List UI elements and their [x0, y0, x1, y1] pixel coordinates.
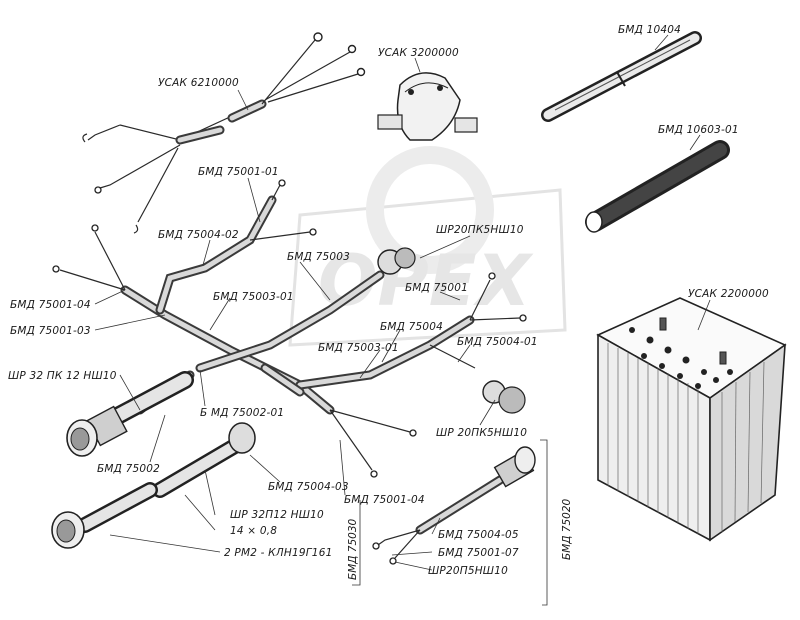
- usak-3200000-socket: [377, 72, 478, 141]
- usak-2200000-battery: [596, 297, 787, 542]
- shr32pk12-connector: [66, 371, 194, 457]
- label-shr20pk5nsh10-top: ШР20ПК5НШ10: [436, 224, 524, 236]
- label-bmd-75004-03: БМД 75004-03: [268, 481, 349, 493]
- watermark-text: OPEX: [318, 240, 534, 322]
- label-14x08: 14 × 0,8: [230, 525, 277, 537]
- bmd-75030-cable: [372, 446, 536, 565]
- label-usak-2200000: УСАК 2200000: [688, 288, 769, 300]
- shr32p12-connector: [152, 422, 256, 498]
- label-bmd-75003-01-mid: БМД 75003-01: [318, 342, 399, 354]
- label-bmd-10404: БМД 10404: [618, 24, 681, 36]
- label-shr32p12nsh10: ШР 32П12 НШ10: [230, 509, 324, 521]
- label-bmd-75001-01: БМД 75001-01: [198, 166, 279, 178]
- label-bmd-75002: БМД 75002: [97, 463, 160, 475]
- bmd-10404-tubes: [541, 31, 702, 122]
- leader-lines: [94, 34, 711, 606]
- label-bmd-75003-01-top: БМД 75003-01: [213, 291, 294, 303]
- label-shr32pk12nsh10: ШР 32 ПК 12 НШ10: [8, 370, 117, 382]
- label-bmd-75001-04-left: БМД 75001-04: [10, 299, 91, 311]
- label-usak-6210000: УСАК 6210000: [158, 77, 239, 89]
- label-bmd-75020: БМД 75020: [561, 498, 573, 560]
- label-bmd-75001-03: БМД 75001-03: [10, 325, 91, 337]
- label-shr20p5nsh10: ШР20П5НШ10: [428, 565, 508, 577]
- usak-6210000-cable: [82, 32, 366, 234]
- label-2rm2-kln19g161: 2 РМ2 - КЛН19Г161: [224, 547, 332, 559]
- rm2-connector: [51, 482, 158, 549]
- label-bmd-75004: БМД 75004: [380, 321, 443, 333]
- label-bmd-75002-01: Б МД 75002-01: [200, 407, 284, 419]
- label-bmd-75030: БМД 75030: [347, 518, 359, 580]
- label-usak-3200000: УСАК 3200000: [378, 47, 459, 59]
- label-bmd-10603-01: БМД 10603-01: [658, 124, 739, 136]
- label-shr20pk5nsh10-bottom: ШР 20ПК5НШ10: [436, 427, 527, 439]
- label-bmd-75004-05: БМД 75004-05: [438, 529, 519, 541]
- label-bmd-75001: БМД 75001: [405, 282, 468, 294]
- label-bmd-75004-02: БМД 75004-02: [158, 229, 239, 241]
- label-bmd-75003: БМД 75003: [287, 251, 350, 263]
- label-bmd-75001-07: БМД 75001-07: [438, 547, 519, 559]
- label-bmd-75001-04-bottom: БМД 75001-04: [344, 494, 425, 506]
- part-labels: УСАК 6210000 УСАК 3200000 БМД 10404 БМД …: [8, 24, 769, 580]
- watermark-logo: OPEX: [288, 146, 567, 347]
- label-bmd-75004-01: БМД 75004-01: [457, 336, 538, 348]
- bmd-10603-01-corrugated-tube: [585, 140, 730, 233]
